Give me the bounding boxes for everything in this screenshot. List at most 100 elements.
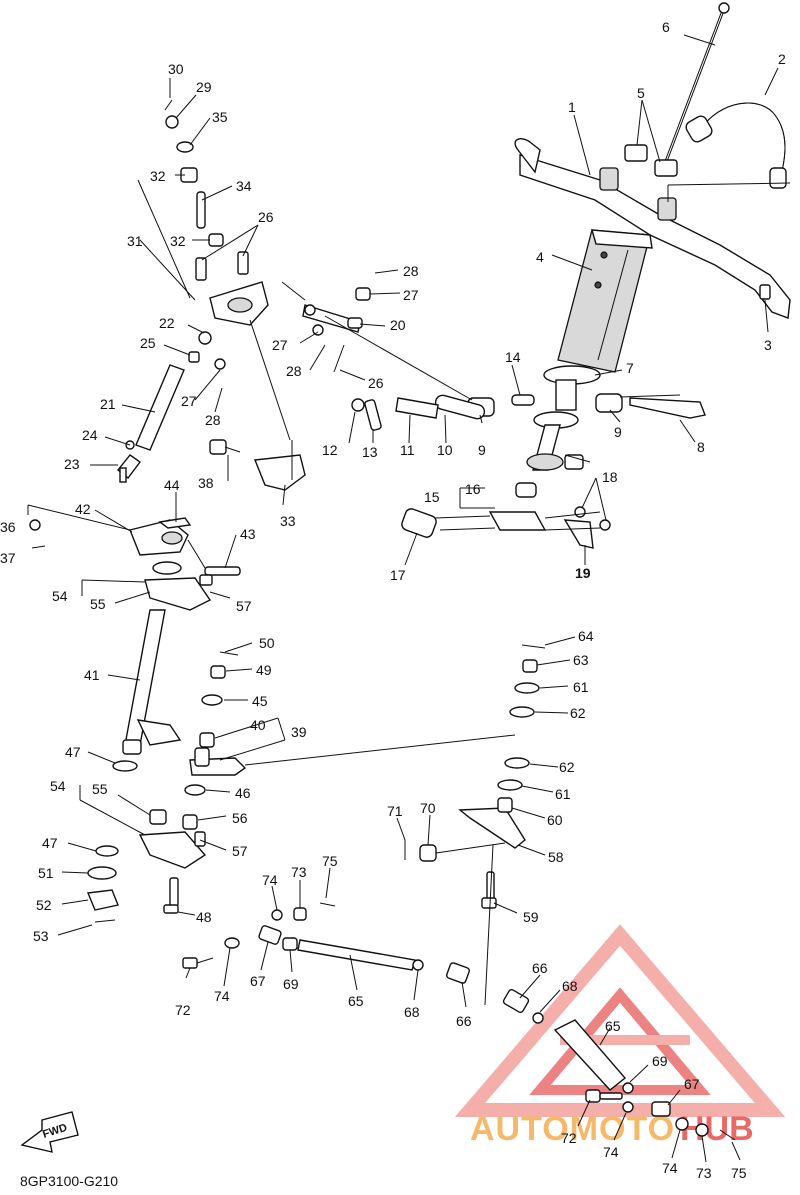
- idler-arm-assembly: [184, 644, 546, 796]
- callout-28a: 28: [403, 263, 419, 279]
- callout-28b: 28: [286, 363, 302, 379]
- callout-27a: 27: [403, 287, 419, 303]
- callout-18: 18: [602, 469, 618, 485]
- callout-4: 4: [536, 249, 544, 265]
- callout-37: 37: [0, 550, 16, 566]
- callout-11: 11: [400, 442, 415, 458]
- callout-9a: 9: [614, 424, 622, 440]
- callout-30: 30: [168, 61, 184, 77]
- callout-66b: 66: [532, 960, 548, 976]
- callout-69a: 69: [283, 976, 299, 992]
- callout-69b: 69: [652, 1053, 668, 1069]
- callout-34: 34: [236, 178, 252, 194]
- diagram-code: 8GP3100-G210: [20, 1173, 118, 1189]
- drag-link-assembly: [404, 797, 526, 1006]
- callout-5: 5: [637, 85, 645, 101]
- callout-32b: 32: [170, 233, 186, 249]
- callout-54b: 54: [50, 778, 66, 794]
- callout-55a: 55: [90, 596, 106, 612]
- callout-46: 46: [235, 785, 251, 801]
- callout-27c: 27: [181, 393, 197, 409]
- callout-8: 8: [697, 439, 705, 455]
- callout-51: 51: [38, 865, 54, 881]
- callout-64: 64: [578, 628, 594, 644]
- callout-59: 59: [523, 909, 539, 925]
- callout-labels: 1 2 3 4 5 6 7 8 9 9 10 11 12 13 14 15 16…: [0, 19, 786, 1181]
- callout-3: 3: [764, 337, 772, 353]
- drag-rod-assembly: [182, 902, 736, 1141]
- callout-38: 38: [198, 475, 214, 491]
- callout-67a: 67: [250, 973, 266, 989]
- callout-23: 23: [64, 456, 80, 472]
- callout-43: 43: [240, 526, 256, 542]
- callout-68b: 68: [562, 978, 578, 994]
- callout-24: 24: [82, 427, 98, 443]
- callout-61a: 61: [573, 679, 589, 695]
- callout-58: 58: [548, 849, 564, 865]
- callout-35: 35: [212, 109, 228, 125]
- callout-40: 40: [250, 717, 266, 733]
- callout-73a: 73: [291, 864, 307, 880]
- callout-62a: 62: [570, 705, 586, 721]
- callout-65a: 65: [348, 993, 364, 1009]
- callout-41: 41: [84, 667, 100, 683]
- callout-60: 60: [547, 812, 563, 828]
- callout-75a: 75: [322, 853, 338, 869]
- fwd-arrow: FWD: [20, 1111, 79, 1153]
- callout-70: 70: [420, 800, 436, 816]
- watermark-logo: AUTOMOTO HUB: [454, 924, 786, 1148]
- callout-47b: 47: [42, 835, 58, 851]
- callout-44: 44: [164, 477, 180, 493]
- callout-21: 21: [100, 396, 116, 412]
- callout-74a: 74: [262, 872, 278, 888]
- callout-67b: 67: [684, 1076, 700, 1092]
- callout-75b: 75: [731, 1165, 747, 1181]
- callout-1: 1: [568, 99, 576, 115]
- callout-66a: 66: [456, 1013, 472, 1029]
- callout-72a: 72: [175, 1002, 191, 1018]
- tie-rod-assembly: [117, 99, 306, 491]
- callout-22: 22: [159, 315, 175, 331]
- steering-shaft-assembly: [27, 504, 241, 772]
- callout-25: 25: [140, 335, 156, 351]
- callout-68a: 68: [404, 1004, 420, 1020]
- callout-10: 10: [437, 442, 453, 458]
- callout-57a: 57: [236, 598, 252, 614]
- callout-57b: 57: [232, 843, 248, 859]
- callout-47a: 47: [65, 744, 81, 760]
- callout-19: 19: [575, 565, 591, 581]
- callout-74c: 74: [603, 1144, 619, 1160]
- callout-17: 17: [390, 567, 406, 583]
- callout-6: 6: [662, 19, 670, 35]
- callout-53: 53: [33, 928, 49, 944]
- callout-54a: 54: [52, 588, 68, 604]
- watermark-text-left: AUTOMOTO: [470, 1110, 675, 1148]
- callout-7: 7: [626, 360, 634, 376]
- callout-12: 12: [322, 442, 338, 458]
- lower-mount-assembly: [79, 785, 207, 923]
- callout-71: 71: [387, 803, 403, 819]
- callout-16: 16: [465, 481, 481, 497]
- callout-2: 2: [778, 51, 786, 67]
- callout-26a: 26: [258, 209, 274, 225]
- callout-55b: 55: [92, 781, 108, 797]
- callout-50: 50: [259, 635, 275, 651]
- callout-39: 39: [291, 724, 307, 740]
- callout-27b: 27: [272, 337, 288, 353]
- callout-36: 36: [0, 519, 16, 535]
- callout-48: 48: [196, 909, 212, 925]
- callout-26b: 26: [368, 375, 384, 391]
- watermark-text-right: HUB: [680, 1110, 754, 1148]
- callout-9b: 9: [478, 442, 486, 458]
- callout-62b: 62: [559, 759, 575, 775]
- callout-33: 33: [280, 513, 296, 529]
- callout-15: 15: [424, 489, 440, 505]
- callout-13: 13: [362, 444, 378, 460]
- callout-42: 42: [75, 501, 91, 517]
- leader-lines: [57, 34, 779, 1163]
- callout-74b: 74: [214, 988, 230, 1004]
- callout-56: 56: [232, 810, 248, 826]
- callout-52: 52: [36, 897, 52, 913]
